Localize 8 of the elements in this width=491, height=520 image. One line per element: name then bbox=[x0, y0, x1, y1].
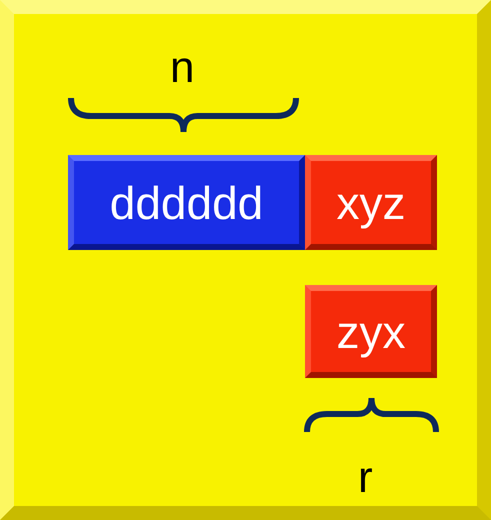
variable-label: r bbox=[358, 456, 373, 500]
block-label: zyx bbox=[336, 304, 406, 358]
variable-label: n bbox=[170, 46, 194, 90]
text-block bbox=[305, 285, 437, 378]
text-block bbox=[68, 155, 305, 250]
block-label: dddddd bbox=[110, 176, 264, 230]
text-block bbox=[305, 155, 437, 250]
block-label: xyz bbox=[336, 176, 406, 230]
